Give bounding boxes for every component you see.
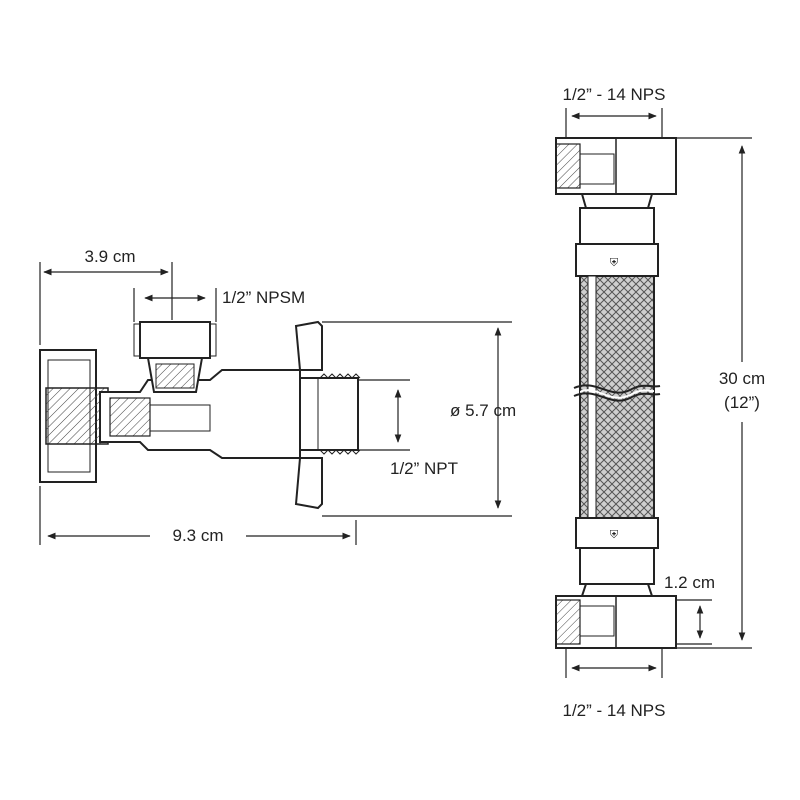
dim-flange-diameter-label: ø 5.7 cm xyxy=(450,401,516,420)
hose-top-nut xyxy=(555,137,677,195)
dim-total-length-label: 9.3 cm xyxy=(172,526,223,545)
escutcheon-flange xyxy=(294,320,323,510)
hose-braid xyxy=(573,275,661,519)
dim-nut-height-label: 1.2 cm xyxy=(664,573,715,592)
dim-inlet-thread-label: 1/2” NPSM xyxy=(222,288,305,307)
hose-bottom-nut xyxy=(555,595,677,649)
shield-logo-icon: ⛨ xyxy=(610,256,619,269)
dim-hose-bottom-thread-label: 1/2” - 14 NPS xyxy=(563,701,666,720)
hose-bottom-ferrule: ⛨ xyxy=(575,517,659,597)
valve-handle xyxy=(39,349,109,483)
dim-hose-length-imperial-label: (12”) xyxy=(724,393,760,412)
inlet-fitting xyxy=(133,321,217,393)
dim-valve-width-label: 3.9 cm xyxy=(84,247,135,266)
braided-hose: ⛨ ⛨ 1/2” - 14 NPS xyxy=(555,85,765,720)
dim-hose-length-label: 30 cm xyxy=(719,369,765,388)
dim-outlet-thread-label: 1/2” NPT xyxy=(390,459,458,478)
angle-valve: 3.9 cm 1/2” NPSM ø 5.7 cm 1/2” NPT 9.3 c… xyxy=(39,247,516,545)
hose-top-ferrule: ⛨ xyxy=(575,193,659,277)
dim-hose-top-thread-label: 1/2” - 14 NPS xyxy=(563,85,666,104)
outlet-pipe xyxy=(299,373,361,455)
shield-logo-icon: ⛨ xyxy=(610,528,619,541)
valve-body xyxy=(99,369,301,459)
